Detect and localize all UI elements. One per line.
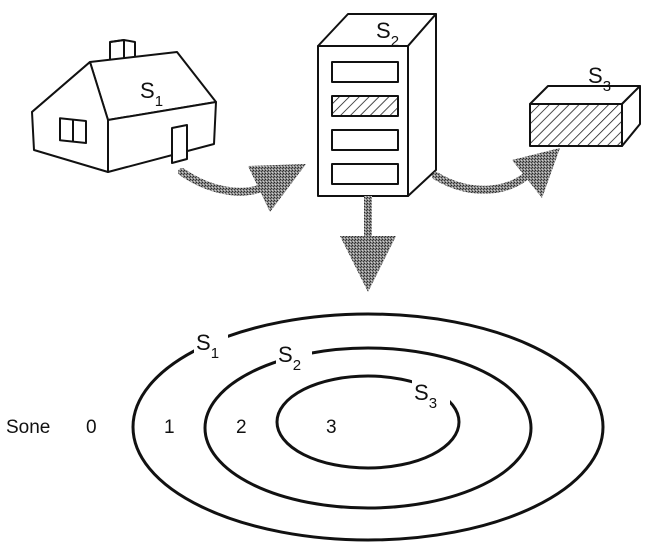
ring-outer-s1 <box>131 312 605 542</box>
ring-inner-s3 <box>275 374 461 470</box>
arrow-house-to-cabinet-head <box>248 164 306 212</box>
cabinet-label: S2 <box>376 18 399 50</box>
arrow-cabinet-to-box <box>432 166 536 194</box>
house-label: S1 <box>140 78 163 110</box>
cabinet-drawer-2-hatched <box>331 95 399 117</box>
ring-label-gap-3 <box>412 378 450 410</box>
ring-label-gap-2 <box>276 340 312 370</box>
house-door <box>171 124 188 164</box>
arrows <box>178 148 560 292</box>
cabinet-side <box>407 13 437 197</box>
cabinet-drawer-1 <box>331 61 399 83</box>
ring-middle-s2 <box>203 346 533 510</box>
ring-label-gap-1 <box>194 328 228 358</box>
ring-label-s2: S2 <box>278 342 301 374</box>
cabinet-drawer-3 <box>331 129 399 151</box>
zone-word: Sone <box>6 417 50 438</box>
box-label: S3 <box>588 63 611 95</box>
house-icon <box>31 39 217 173</box>
hatched-box-icon <box>529 85 641 147</box>
arrow-cabinet-down-head <box>340 236 396 292</box>
house-side-wall <box>107 101 217 173</box>
zone-3: 3 <box>326 417 337 438</box>
zone-1: 1 <box>164 417 175 438</box>
ring-label-s1: S1 <box>196 330 219 362</box>
cabinet-drawer-4 <box>331 163 399 185</box>
zone-0: 0 <box>86 417 97 438</box>
file-cabinet-icon <box>317 13 437 197</box>
ring-label-s3: S3 <box>414 380 437 412</box>
arrow-cabinet-down-shaft <box>364 196 372 242</box>
zone-rings <box>131 312 605 542</box>
zone-2: 2 <box>236 417 247 438</box>
arrow-cabinet-to-box-head <box>512 148 560 198</box>
box-front <box>529 103 623 147</box>
